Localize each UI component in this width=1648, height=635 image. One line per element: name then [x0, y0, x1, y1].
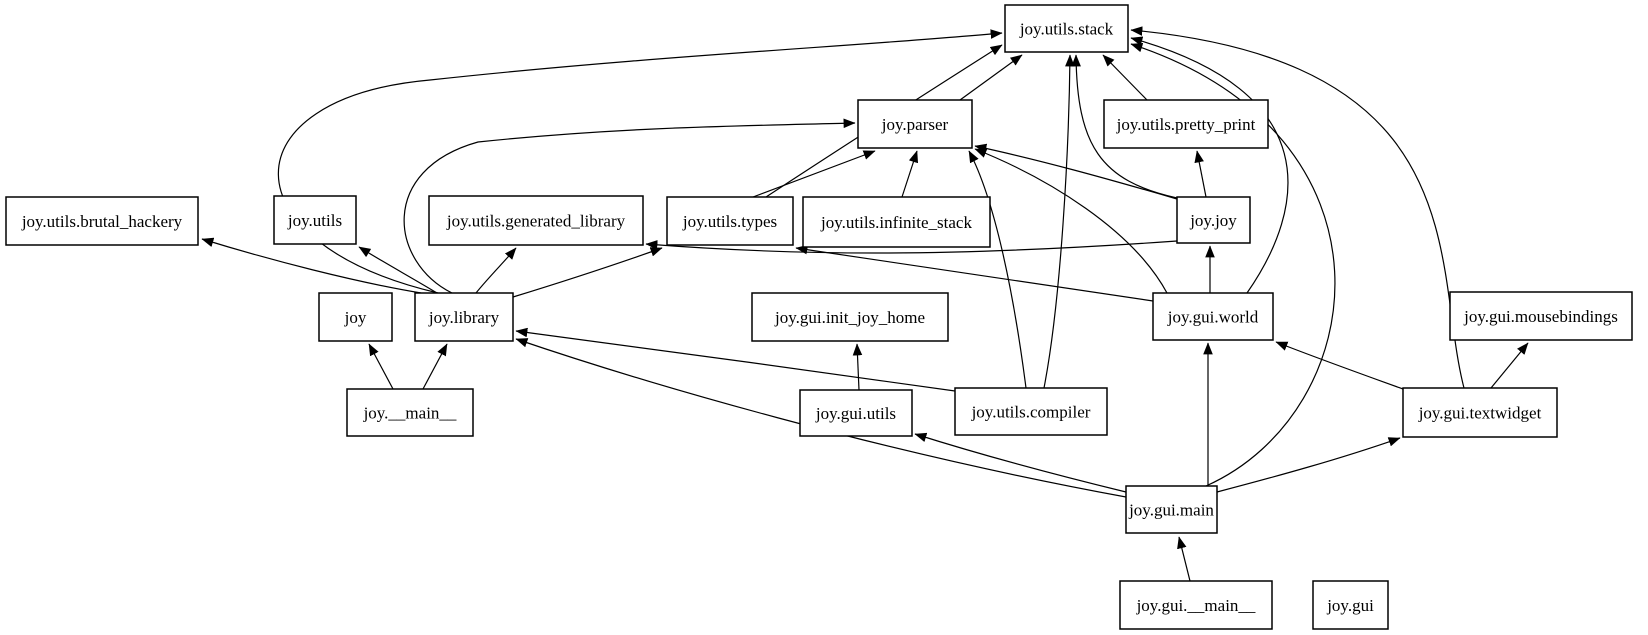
node-textwidget: joy.gui.textwidget — [1402, 387, 1558, 438]
edge-compiler-to-parser — [968, 150, 1027, 389]
node-joy_joy: joy.joy — [1176, 196, 1251, 244]
node-mousebindings: joy.gui.mousebindings — [1449, 291, 1633, 341]
module-label-infinite_stack: joy.utils.infinite_stack — [820, 213, 972, 232]
edge-joy_joy-to-stack — [1071, 54, 1178, 199]
node-brutal_hackery: joy.utils.brutal_hackery — [5, 196, 199, 246]
module-label-types: joy.utils.types — [682, 212, 777, 231]
edge-world-to-parser — [974, 148, 1168, 294]
node-infinite_stack: joy.utils.infinite_stack — [802, 196, 991, 248]
module-box-types — [666, 196, 794, 246]
edge-gui_main_main-to-gui_main — [1177, 536, 1191, 582]
edge-gui_main-to-stack — [1130, 43, 1336, 487]
module-box-library — [414, 292, 514, 342]
node-gui: joy.gui — [1312, 580, 1389, 630]
module-box-compiler — [954, 387, 1108, 436]
module-box-textwidget — [1402, 387, 1558, 438]
edge-joy_joy-to-pretty_print — [1194, 150, 1207, 198]
edge-compiler-to-library — [515, 327, 956, 392]
module-label-joy: joy — [344, 308, 367, 327]
edge-joy_main-to-joy — [368, 343, 394, 390]
edge-library-to-generated_library — [475, 247, 517, 294]
node-library: joy.library — [414, 292, 514, 342]
edge-joy_main-to-library — [422, 343, 448, 390]
node-stack: joy.utils.stack — [1004, 4, 1129, 53]
edge-textwidget-to-world — [1275, 341, 1404, 390]
module-label-joy_joy: joy.joy — [1189, 211, 1237, 230]
node-gui_main: joy.gui.main — [1125, 485, 1218, 534]
edge-gui_main-to-library — [515, 338, 1127, 498]
module-label-stack: joy.utils.stack — [1019, 20, 1114, 39]
node-types: joy.utils.types — [666, 196, 794, 246]
module-label-utils: joy.utils — [287, 211, 342, 230]
module-label-library: joy.library — [428, 308, 500, 327]
edge-world-to-stack — [1130, 36, 1289, 294]
edge-library-to-brutal_hackery — [201, 237, 422, 294]
nodes-layer: joy.utils.stack joy.parser joy.utils.prett… — [5, 4, 1633, 630]
node-pretty_print: joy.utils.pretty_print — [1103, 99, 1269, 149]
module-label-gui_main: joy.gui.main — [1128, 501, 1214, 520]
module-box-utils — [273, 195, 357, 245]
module-box-stack — [1004, 4, 1129, 53]
module-box-gui_utils — [799, 389, 913, 437]
edge-infinite_stack-to-parser — [901, 150, 919, 198]
module-box-infinite_stack — [802, 196, 991, 248]
edge-joy_joy-to-generated_library — [645, 240, 1178, 254]
edge-gui_main-to-textwidget — [1216, 437, 1401, 493]
module-label-textwidget: joy.gui.textwidget — [1418, 404, 1542, 423]
module-label-mousebindings: joy.gui.mousebindings — [1463, 307, 1618, 326]
node-joy_main: joy.__main__ — [346, 388, 474, 437]
edge-world-to-types — [795, 244, 1154, 302]
module-box-init_joy_home — [751, 292, 949, 342]
node-world: joy.gui.world — [1152, 292, 1274, 341]
edge-pretty_print-to-stack — [1102, 54, 1148, 101]
edge-types-to-parser — [752, 150, 876, 198]
module-box-pretty_print — [1103, 99, 1269, 149]
node-parser: joy.parser — [857, 99, 973, 149]
edge-library-to-utils — [358, 246, 438, 294]
module-label-brutal_hackery: joy.utils.brutal_hackery — [21, 212, 183, 231]
module-label-init_joy_home: joy.gui.init_joy_home — [774, 308, 925, 327]
module-label-compiler: joy.utils.compiler — [971, 403, 1091, 422]
edge-library-to-parser — [403, 118, 856, 294]
edge-parser-to-stack — [959, 54, 1023, 101]
edge-library-to-stack — [277, 29, 1003, 294]
module-box-world — [1152, 292, 1274, 341]
module-box-mousebindings — [1449, 291, 1633, 341]
module-label-pretty_print: joy.utils.pretty_print — [1116, 115, 1256, 134]
node-gui_utils: joy.gui.utils — [799, 389, 913, 437]
module-label-gui_main_main: joy.gui.__main__ — [1136, 596, 1256, 615]
module-label-gui_utils: joy.gui.utils — [815, 404, 896, 423]
module-box-joy_main — [346, 388, 474, 437]
node-init_joy_home: joy.gui.init_joy_home — [751, 292, 949, 342]
node-compiler: joy.utils.compiler — [954, 387, 1108, 436]
edge-library-to-types — [512, 247, 663, 298]
module-box-brutal_hackery — [5, 196, 199, 246]
edge-gui_utils-to-init_joy_home — [852, 343, 863, 391]
edge-compiler-to-stack — [1043, 54, 1075, 389]
module-label-world: joy.gui.world — [1167, 308, 1259, 327]
module-box-joy — [318, 292, 393, 342]
edge-textwidget-to-mousebindings — [1490, 342, 1529, 389]
edge-gui_main-to-gui_utils — [914, 432, 1127, 493]
module-label-gui: joy.gui — [1326, 596, 1374, 615]
module-box-generated_library — [428, 195, 644, 246]
module-box-gui — [1312, 580, 1389, 630]
module-label-generated_library: joy.utils.generated_library — [446, 212, 626, 231]
module-label-parser: joy.parser — [881, 115, 949, 134]
module-box-joy_joy — [1176, 196, 1251, 244]
module-label-joy_main: joy.__main__ — [363, 404, 457, 423]
edge-joy_joy-to-parser — [974, 143, 1178, 200]
node-joy: joy — [318, 292, 393, 342]
module-box-gui_main_main — [1119, 580, 1273, 630]
node-utils: joy.utils — [273, 195, 357, 245]
module-box-gui_main — [1125, 485, 1218, 534]
node-gui_main_main: joy.gui.__main__ — [1119, 580, 1273, 630]
node-generated_library: joy.utils.generated_library — [428, 195, 644, 246]
module-box-parser — [857, 99, 973, 149]
